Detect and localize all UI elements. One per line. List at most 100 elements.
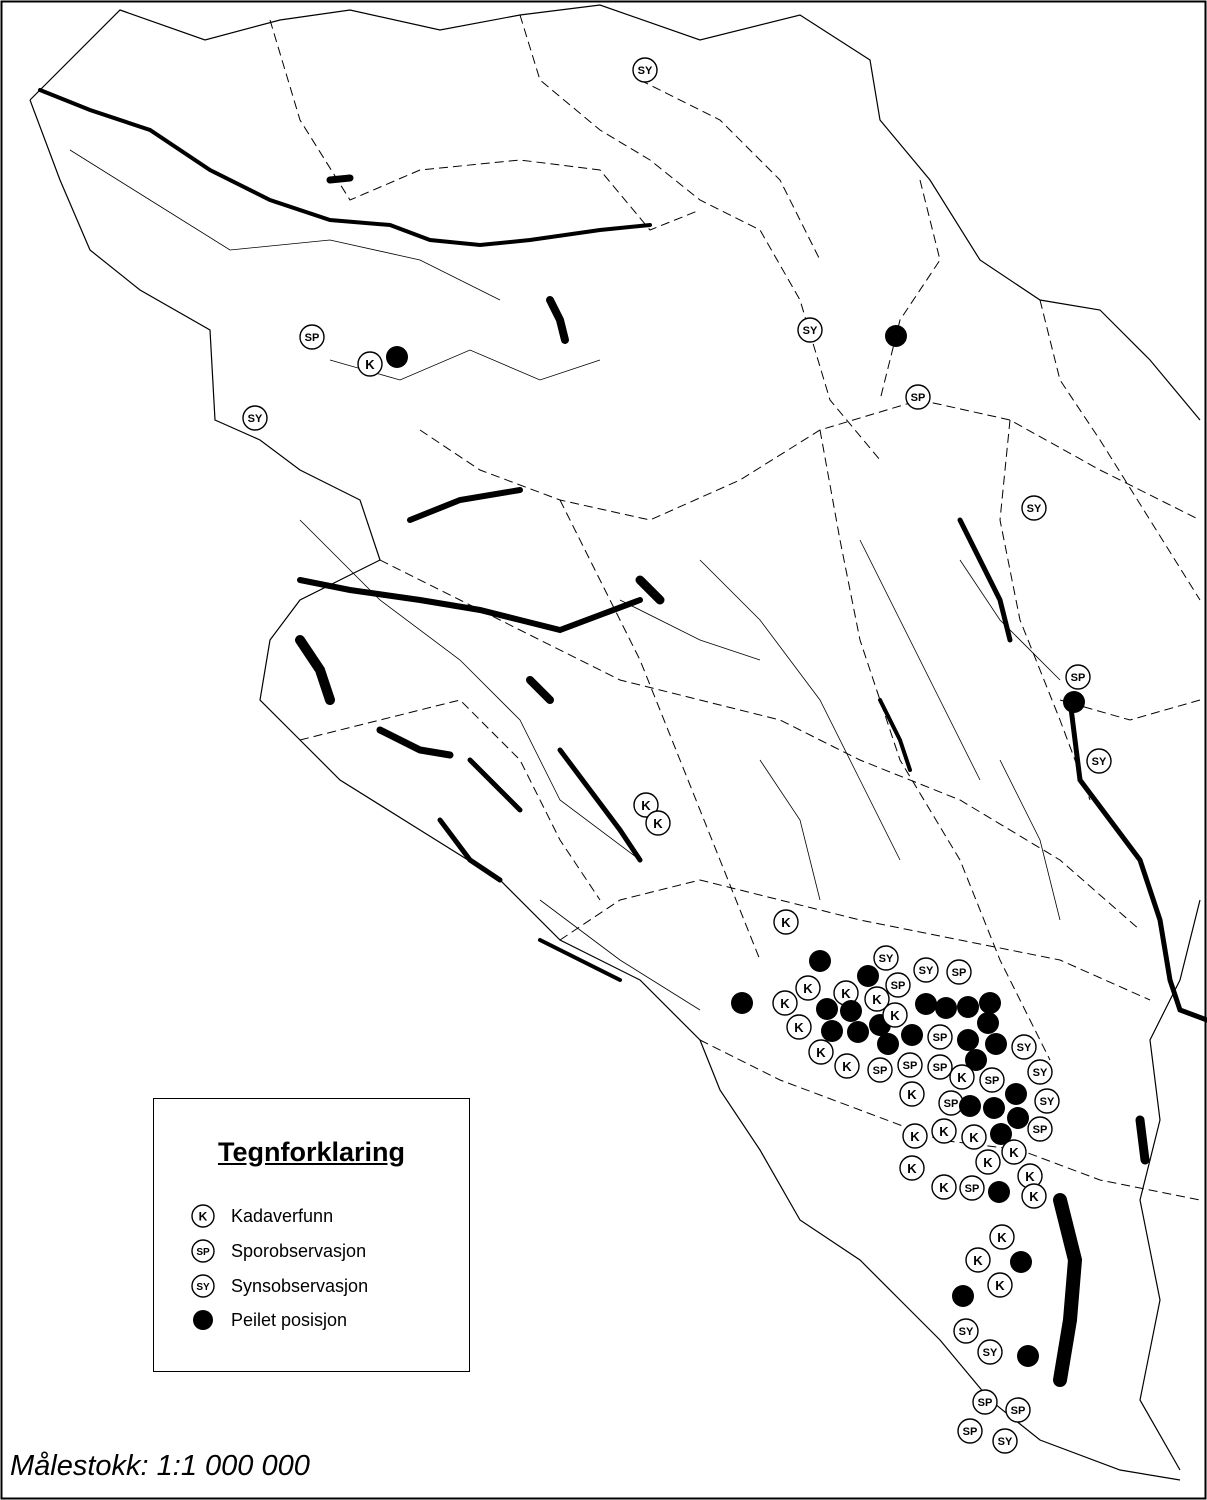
marker-code: K [803,981,813,996]
observation-marker-sy: SY [1011,1034,1037,1060]
marker-circle [1027,1059,1053,1085]
observation-marker-k: K [357,351,383,377]
marker-circle [949,1064,975,1090]
marker-circle [1001,1139,1027,1165]
observation-marker-sp: SP [1027,1116,1053,1142]
marker-code: K [983,1155,993,1170]
observation-marker-sp: SP [927,1054,953,1080]
marker-circle [989,1224,1015,1250]
observation-marker-k: K [949,1064,975,1090]
observation-marker-sp: SP [959,1175,985,1201]
marker-code: K [995,1278,1005,1293]
radio-position-dot [857,965,879,987]
marker-code: K [842,1059,852,1074]
observation-marker-k: K [899,1081,925,1107]
marker-code: SY [803,325,818,337]
observation-marker-sp: SP [972,1389,998,1415]
map-scale: Målestokk: 1:1 000 000 [10,1450,310,1482]
marker-code: SP [933,1062,948,1074]
marker-code: SY [1040,1096,1055,1108]
radio-position-dot [983,1097,1005,1119]
marker-circle [931,1174,957,1200]
marker-code: K [973,1253,983,1268]
observation-marker-k: K [786,1014,812,1040]
marker-circle [808,1039,834,1065]
marker-code: K [872,992,882,1007]
marker-circle [987,1272,1013,1298]
observation-marker-k: K [795,975,821,1001]
radio-position-dot [988,1181,1010,1203]
marker-code: K [780,996,790,1011]
marker-code: K [841,986,851,1001]
marker-code: SY [919,965,934,977]
legend-item-peilet-posisjon: Peilet posisjon [190,1306,347,1334]
observation-marker-k: K [1001,1139,1027,1165]
observation-marker-sp: SP [885,972,911,998]
marker-circle [975,1149,1001,1175]
observation-marker-k: K [1021,1183,1047,1209]
marker-circle [1021,495,1047,521]
observation-marker-sp: SP [979,1067,1005,1093]
observation-marker-sy: SY [1034,1088,1060,1114]
observation-marker-k: K [864,986,890,1012]
observation-marker-k: K [987,1272,1013,1298]
observation-marker-k: K [975,1149,1001,1175]
marker-circle [992,1428,1018,1454]
marker-circle [953,1318,979,1344]
marker-circle [873,945,899,971]
observation-marker-sy: SY [797,317,823,343]
marker-code: K [781,915,791,930]
radio-position-dot-icon [190,1307,216,1333]
marker-code: K [653,816,663,831]
radio-position-dot [1010,1251,1032,1273]
radio-position-dot [901,1024,923,1046]
marker-code: K [969,1130,979,1145]
observation-marker-k: K [1017,1163,1043,1189]
observation-marker-sy: SY [242,405,268,431]
marker-circle [299,324,325,350]
marker-circle [1034,1088,1060,1114]
observation-marker-sy: SY [953,1318,979,1344]
observation-marker-sy: SY [632,57,658,83]
marker-circle [867,1057,893,1083]
marker-code: K [910,1129,920,1144]
legend-box: Tegnforklaring K Kadaverfunn SP Sporobse… [153,1098,470,1372]
radio-position-dot [952,1285,974,1307]
marker-code: SP [305,332,320,344]
radio-position-dot [1005,1083,1027,1105]
observation-marker-sy: SY [913,957,939,983]
marker-circle [899,1155,925,1181]
legend-item-kadaverfunn: K Kadaverfunn [190,1202,333,1230]
marker-code: SP [903,1060,918,1072]
marker-circle [834,1053,860,1079]
observation-marker-k: K [645,810,671,836]
radio-position-dot [977,1012,999,1034]
marker-code: K [890,1008,900,1023]
marker-circle [927,1054,953,1080]
radio-position-dot [847,1021,869,1043]
marker-code: SY [1033,1067,1048,1079]
marker-circle [633,792,659,818]
legend-code: SY [196,1282,210,1293]
marker-circle [972,1389,998,1415]
radio-position-dot [1007,1107,1029,1129]
lakes [38,88,1207,1387]
observation-marker-k: K [899,1155,925,1181]
marker-code: SP [873,1065,888,1077]
observation-marker-sp: SP [905,384,931,410]
marker-circle [786,1014,812,1040]
marker-code: SY [638,65,653,77]
observation-marker-sy: SY [1027,1059,1053,1085]
marker-code: SP [963,1426,978,1438]
marker-code: K [816,1045,826,1060]
marker-code: K [1009,1145,1019,1160]
marker-code: SP [952,967,967,979]
marker-code: SY [998,1436,1013,1448]
observation-marker-k: K [772,990,798,1016]
marker-code: SP [944,1098,959,1110]
observation-marker-sy: SY [977,1339,1003,1365]
marker-circle [961,1124,987,1150]
marker-circle [905,384,931,410]
marker-code: SP [985,1075,1000,1087]
